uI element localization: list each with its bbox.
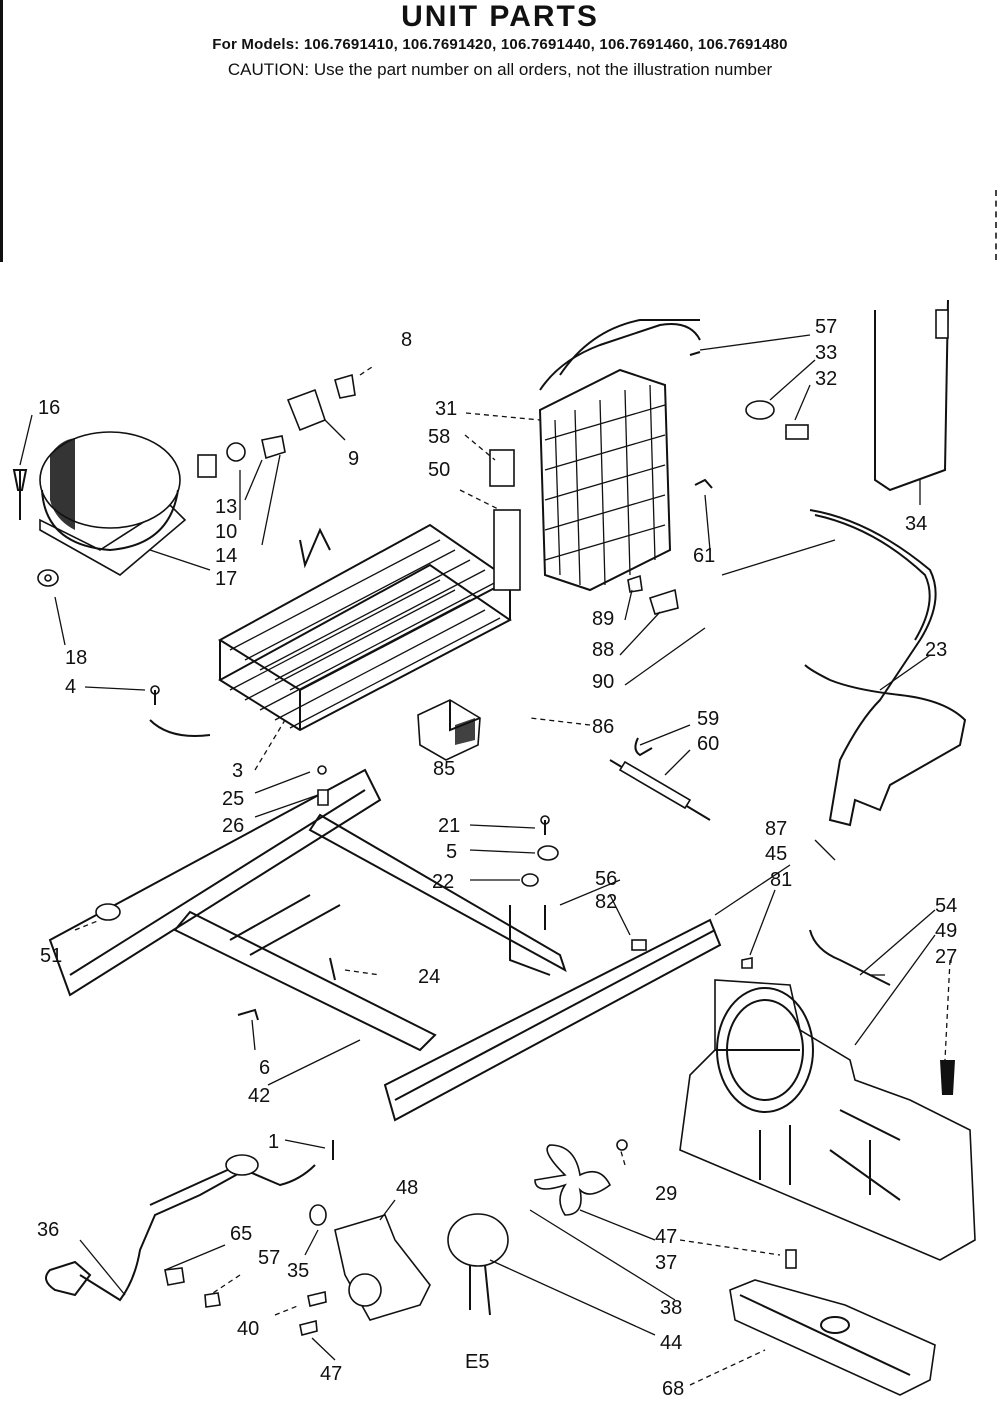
callout-48: 48 <box>396 1177 418 1199</box>
drain-pan-drawing <box>729 1279 936 1396</box>
callout-26: 26 <box>222 815 244 837</box>
terminal-parts-drawing <box>12 373 356 520</box>
callout-90: 90 <box>592 671 614 693</box>
fan-motor-drawing <box>447 1144 612 1316</box>
callout-29: 29 <box>655 1183 677 1205</box>
callout-3: 3 <box>232 760 243 782</box>
callout-23: 23 <box>925 639 947 661</box>
diagram-code: E5 <box>465 1351 489 1373</box>
callout-33: 33 <box>815 342 837 364</box>
callout-58: 58 <box>428 426 450 448</box>
evaporator-drawing <box>489 319 701 592</box>
callout-6: 6 <box>259 1057 270 1079</box>
fan-shroud-drawing <box>679 979 976 1261</box>
callout-51: 51 <box>40 945 62 967</box>
small-hardware-drawing <box>95 351 891 1336</box>
right-edge-dash <box>993 190 997 260</box>
page-title: UNIT PARTS <box>401 0 599 33</box>
callout-16: 16 <box>38 397 60 419</box>
callout-57-bottom: 57 <box>258 1247 280 1269</box>
callout-32: 32 <box>815 368 837 390</box>
callout-56: 56 <box>595 868 617 890</box>
base-rail-drawing <box>383 918 722 1122</box>
callout-86: 86 <box>592 716 614 738</box>
callout-42: 42 <box>248 1085 270 1107</box>
callout-49: 49 <box>935 920 957 942</box>
callout-57-top: 57 <box>815 316 837 338</box>
callout-44: 44 <box>660 1332 682 1354</box>
callout-81: 81 <box>770 869 792 891</box>
callout-61: 61 <box>693 545 715 567</box>
models-line: For Models: 106.7691410, 106.7691420, 10… <box>212 36 788 53</box>
drier-60-drawing <box>609 737 711 821</box>
callout-14: 14 <box>215 545 237 567</box>
callout-68: 68 <box>662 1378 684 1400</box>
callout-27: 27 <box>935 946 957 968</box>
bracket-48-drawing <box>334 1214 431 1321</box>
base-frame-drawing <box>48 768 567 1052</box>
callout-13: 13 <box>215 496 237 518</box>
capillary-34-drawing <box>745 299 949 492</box>
callout-60: 60 <box>697 733 719 755</box>
callout-87: 87 <box>765 818 787 840</box>
callout-labels: 16 13 10 14 17 18 4 8 9 31 58 50 57 33 3… <box>37 316 957 1400</box>
callout-22: 22 <box>432 871 454 893</box>
callout-85: 85 <box>433 758 455 780</box>
callout-17: 17 <box>215 568 237 590</box>
relay-85-drawing <box>417 699 481 761</box>
callout-38: 38 <box>660 1297 682 1319</box>
callout-88: 88 <box>592 639 614 661</box>
callout-89: 89 <box>592 608 614 630</box>
callout-5: 5 <box>446 841 457 863</box>
callout-10: 10 <box>215 521 237 543</box>
caution-line: CAUTION: Use the part number on all orde… <box>227 60 773 79</box>
callout-59: 59 <box>697 708 719 730</box>
callout-24: 24 <box>418 966 440 988</box>
callout-37: 37 <box>655 1252 677 1274</box>
callout-4: 4 <box>65 676 76 698</box>
callout-65: 65 <box>230 1223 252 1245</box>
callout-82: 82 <box>595 891 617 913</box>
condenser-drawing <box>218 523 512 732</box>
callout-8: 8 <box>401 329 412 351</box>
callout-18: 18 <box>65 647 87 669</box>
callout-31: 31 <box>435 398 457 420</box>
callout-36: 36 <box>37 1219 59 1241</box>
tube-23-drawing <box>804 509 967 827</box>
left-edge-line <box>0 0 3 262</box>
callout-45: 45 <box>765 843 787 865</box>
leader-lines <box>19 334 951 1386</box>
callout-40: 40 <box>237 1318 259 1340</box>
callout-34: 34 <box>905 513 927 535</box>
compressor-drawing <box>37 431 187 587</box>
harness-36-drawing <box>45 1154 327 1302</box>
callout-25: 25 <box>222 788 244 810</box>
callout-47-bottom: 47 <box>320 1363 342 1385</box>
callout-9: 9 <box>348 448 359 470</box>
callout-21: 21 <box>438 815 460 837</box>
callout-50: 50 <box>428 459 450 481</box>
callout-54: 54 <box>935 895 957 917</box>
callout-35: 35 <box>287 1260 309 1282</box>
callout-1: 1 <box>268 1131 279 1153</box>
callout-47-right: 47 <box>655 1226 677 1248</box>
